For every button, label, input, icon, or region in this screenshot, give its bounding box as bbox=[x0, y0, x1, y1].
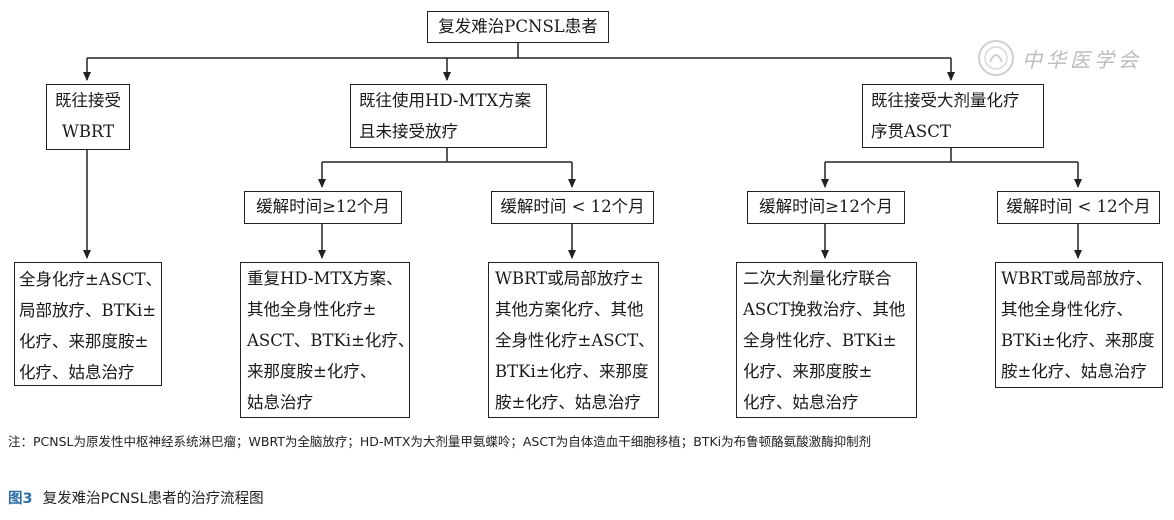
treatment-hdmtx-lt12-line-4: BTKi±化疗、来那度 bbox=[495, 362, 649, 381]
remission-asct-lt12-label: 缓解时间 < 12个月 bbox=[1006, 197, 1151, 216]
branch-asct-line-1: 既往接受大剂量化疗 bbox=[871, 91, 1020, 110]
treatment-wbrt-line-2: 局部放疗、BTKi± bbox=[19, 301, 157, 320]
treatment-asct-ge12-node: 二次大剂量化疗联合 ASCT挽救治疗、其他 全身性化疗、BTKi± 化疗、来那度… bbox=[736, 262, 917, 418]
treatment-asct-ge12-line-1: 二次大剂量化疗联合 bbox=[743, 269, 892, 288]
branch-wbrt-line-1: 既往接受 bbox=[55, 91, 121, 110]
treatment-wbrt-line-4: 化疗、姑息治疗 bbox=[19, 363, 135, 382]
treatment-hdmtx-lt12-line-2: 其他方案化疗、其他 bbox=[495, 300, 644, 319]
treatment-hdmtx-ge12-line-3: ASCT、BTKi±化疗、 bbox=[247, 331, 415, 350]
treatment-asct-lt12-line-1: WBRT或局部放疗、 bbox=[1001, 269, 1153, 288]
treatment-hdmtx-lt12-line-5: 胺±化疗、姑息治疗 bbox=[495, 393, 641, 412]
treatment-asct-lt12-line-2: 其他全身性化疗、 bbox=[1001, 300, 1133, 319]
figure-number: 图3 bbox=[8, 491, 33, 507]
figure-title: 复发难治PCNSL患者的治疗流程图 bbox=[42, 491, 264, 507]
root-label: 复发难治PCNSL患者 bbox=[438, 17, 598, 36]
treatment-wbrt-node: 全身化疗±ASCT、 局部放疗、BTKi± 化疗、来那度胺± 化疗、姑息治疗 bbox=[14, 262, 162, 386]
remission-hdmtx-lt12-node: 缓解时间 < 12个月 bbox=[491, 191, 654, 224]
branch-hdmtx-node: 既往使用HD-MTX方案 且未接受放疗 bbox=[350, 84, 547, 148]
branch-asct-line-2: 序贯ASCT bbox=[871, 122, 951, 141]
treatment-asct-ge12-line-2: ASCT挽救治疗、其他 bbox=[743, 300, 906, 319]
treatment-wbrt-line-1: 全身化疗±ASCT、 bbox=[19, 270, 163, 289]
treatment-asct-ge12-line-5: 化疗、姑息治疗 bbox=[743, 393, 859, 412]
treatment-hdmtx-lt12-line-1: WBRT或局部放疗± bbox=[495, 269, 644, 288]
treatment-wbrt-line-3: 化疗、来那度胺± bbox=[19, 332, 149, 351]
treatment-hdmtx-ge12-line-5: 姑息治疗 bbox=[247, 393, 313, 412]
treatment-asct-lt12-node: WBRT或局部放疗、 其他全身性化疗、 BTKi±化疗、来那度 胺±化疗、姑息治… bbox=[995, 262, 1163, 388]
footnote: 注：PCNSL为原发性中枢神经系统淋巴瘤；WBRT为全脑放疗；HD-MTX为大剂… bbox=[8, 434, 872, 449]
treatment-asct-lt12-line-4: 胺±化疗、姑息治疗 bbox=[1001, 362, 1147, 381]
treatment-asct-ge12-line-3: 全身性化疗、BTKi± bbox=[743, 331, 897, 350]
remission-asct-ge12-node: 缓解时间≥12个月 bbox=[747, 191, 905, 224]
branch-wbrt-line-2: WBRT bbox=[61, 122, 115, 141]
treatment-hdmtx-lt12-node: WBRT或局部放疗± 其他方案化疗、其他 全身性化疗±ASCT、 BTKi±化疗… bbox=[488, 262, 659, 418]
remission-asct-ge12-label: 缓解时间≥12个月 bbox=[759, 197, 893, 216]
branch-hdmtx-line-2: 且未接受放疗 bbox=[359, 122, 458, 141]
branch-asct-node: 既往接受大剂量化疗 序贯ASCT bbox=[862, 84, 1044, 148]
treatment-hdmtx-ge12-line-4: 来那度胺±化疗、 bbox=[247, 362, 377, 381]
branch-hdmtx-line-1: 既往使用HD-MTX方案 bbox=[359, 91, 532, 110]
treatment-hdmtx-ge12-node: 重复HD-MTX方案、 其他全身性化疗± ASCT、BTKi±化疗、 来那度胺±… bbox=[240, 262, 415, 418]
watermark-text: 中华医学会 bbox=[1022, 48, 1142, 72]
treatment-asct-ge12-line-4: 化疗、来那度胺± bbox=[743, 362, 873, 381]
treatment-hdmtx-ge12-line-2: 其他全身性化疗± bbox=[247, 300, 377, 319]
branch-wbrt-node: 既往接受 WBRT bbox=[46, 84, 130, 150]
remission-hdmtx-lt12-label: 缓解时间 < 12个月 bbox=[500, 197, 645, 216]
remission-hdmtx-ge12-label: 缓解时间≥12个月 bbox=[256, 197, 390, 216]
association-logo-icon bbox=[978, 40, 1014, 76]
figure-caption: 图3 复发难治PCNSL患者的治疗流程图 bbox=[8, 487, 264, 508]
treatment-hdmtx-ge12-line-1: 重复HD-MTX方案、 bbox=[247, 269, 403, 288]
root-node: 复发难治PCNSL患者 bbox=[427, 11, 609, 43]
remission-hdmtx-ge12-node: 缓解时间≥12个月 bbox=[244, 191, 402, 224]
remission-asct-lt12-node: 缓解时间 < 12个月 bbox=[997, 191, 1160, 224]
treatment-hdmtx-lt12-line-3: 全身性化疗±ASCT、 bbox=[495, 331, 655, 350]
treatment-asct-lt12-line-3: BTKi±化疗、来那度 bbox=[1001, 331, 1155, 350]
